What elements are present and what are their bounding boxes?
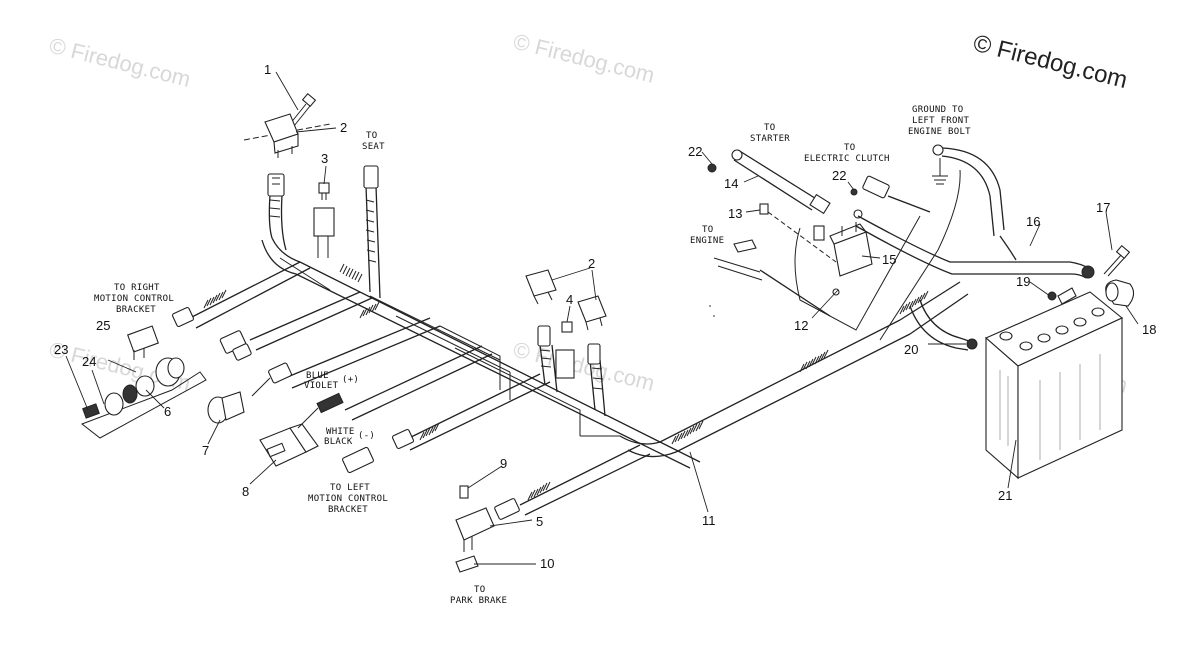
caption-black: BLACK: [324, 437, 353, 447]
caption-to-left-3: BRACKET: [328, 505, 368, 515]
caption-to-park-1: TO: [474, 585, 485, 595]
bolt-part-17: [1103, 244, 1131, 277]
negative-cable-part-20: [909, 299, 978, 351]
callout-7: 7: [202, 443, 209, 458]
callout-18: 18: [1142, 322, 1156, 337]
callout-numbers: 1 2 3 2 4 5 6 7 8 9 10 11 12 13 14 15 16…: [54, 62, 1156, 571]
watermark-faint: © Firedog.com: [511, 29, 657, 88]
callout-6: 6: [164, 404, 171, 419]
callout-21: 21: [998, 488, 1012, 503]
caption-to-clutch-2: ELECTRIC CLUTCH: [804, 154, 890, 164]
caption-to-park-2: PARK BRAKE: [450, 596, 507, 606]
battery-part-21: [984, 291, 1124, 480]
solenoid-part-15: [759, 203, 921, 331]
caption-to-seat-1: TO: [366, 131, 377, 141]
caption-minus: (-): [358, 431, 375, 441]
callout-24: 24: [82, 354, 96, 369]
callout-25: 25: [96, 318, 110, 333]
relay-part-2: [243, 113, 331, 158]
caption-to-engine-2: ENGINE: [690, 236, 724, 246]
caption-white: WHITE: [326, 427, 355, 437]
callout-5: 5: [536, 514, 543, 529]
caption-violet: VIOLET: [304, 381, 339, 391]
callout-8: 8: [242, 484, 249, 499]
white-black-connector: [297, 392, 344, 429]
callout-9: 9: [500, 456, 507, 471]
callout-14: 14: [724, 176, 738, 191]
callout-1: 1: [264, 62, 271, 77]
relay-part-2-middle: [525, 269, 607, 379]
callout-10: 10: [540, 556, 554, 571]
harness-panels: [279, 257, 620, 437]
indicator-light-part-7: [207, 391, 245, 424]
caption-ground-2: LEFT FRONT: [912, 116, 969, 126]
callout-23: 23: [54, 342, 68, 357]
fuse-part-3: [313, 182, 335, 258]
caption-to-starter-1: TO: [764, 123, 775, 133]
callout-17: 17: [1096, 200, 1110, 215]
nut-part-19: [1047, 287, 1077, 305]
starter-cable-part-14: [707, 149, 858, 215]
caption-to-starter-2: STARTER: [750, 134, 790, 144]
relay-connector-left: [267, 173, 285, 197]
seat-connector: [363, 165, 379, 189]
callout-11: 11: [702, 513, 716, 528]
screw-part-1: [289, 92, 317, 127]
clutch-connector: [862, 175, 931, 213]
caption-to-clutch-1: TO: [844, 143, 855, 153]
terminal-cover-part-18: [1105, 279, 1135, 307]
callout-16: 16: [1026, 214, 1040, 229]
caption-to-right-3: BRACKET: [116, 305, 156, 315]
watermark-faint: © Firedog.com: [47, 33, 193, 92]
caption-blue: BLUE: [306, 371, 329, 381]
ground-cable: [879, 144, 1005, 341]
blue-violet-connector: [251, 362, 292, 397]
engine-connectors: [713, 239, 831, 317]
callout-4: 4: [566, 292, 573, 307]
stray-marks: [709, 305, 715, 317]
callout-2-middle: 2: [588, 256, 595, 271]
callout-12: 12: [794, 318, 808, 333]
callout-20: 20: [904, 342, 918, 357]
main-harness: [189, 185, 969, 516]
caption-to-left-2: MOTION CONTROL: [308, 494, 388, 504]
caption-plus: (+): [342, 375, 359, 385]
caption-to-right-1: TO RIGHT: [114, 283, 160, 293]
left-motion-connector: [342, 428, 415, 474]
callout-13: 13: [728, 206, 742, 221]
conduit-ribs: [203, 199, 929, 501]
callout-22-right: 22: [832, 168, 846, 183]
caption-to-left-1: TO LEFT: [330, 483, 370, 493]
caption-to-engine-1: TO: [702, 225, 713, 235]
watermark-main: © Firedog.com: [971, 30, 1131, 94]
ignition-switch-assembly: [80, 325, 207, 439]
caption-ground-3: ENGINE BOLT: [908, 127, 971, 137]
caption-ground-1: GROUND TO: [912, 105, 963, 115]
leader-lines: [65, 71, 1139, 565]
park-brake-parts: [455, 485, 520, 573]
battery-cable-part-16: [855, 215, 1095, 279]
callout-22-left: 22: [688, 144, 702, 159]
hour-meter-part-8: [259, 423, 319, 467]
right-motion-connector: [171, 306, 252, 361]
captions: TO SEAT TO RIGHT MOTION CONTROL BRACKET …: [94, 105, 971, 606]
callout-19: 19: [1016, 274, 1030, 289]
caption-to-seat-2: SEAT: [362, 142, 385, 152]
callout-3: 3: [321, 151, 328, 166]
callout-2: 2: [340, 120, 347, 135]
callout-15: 15: [882, 252, 896, 267]
caption-to-right-2: MOTION CONTROL: [94, 294, 174, 304]
